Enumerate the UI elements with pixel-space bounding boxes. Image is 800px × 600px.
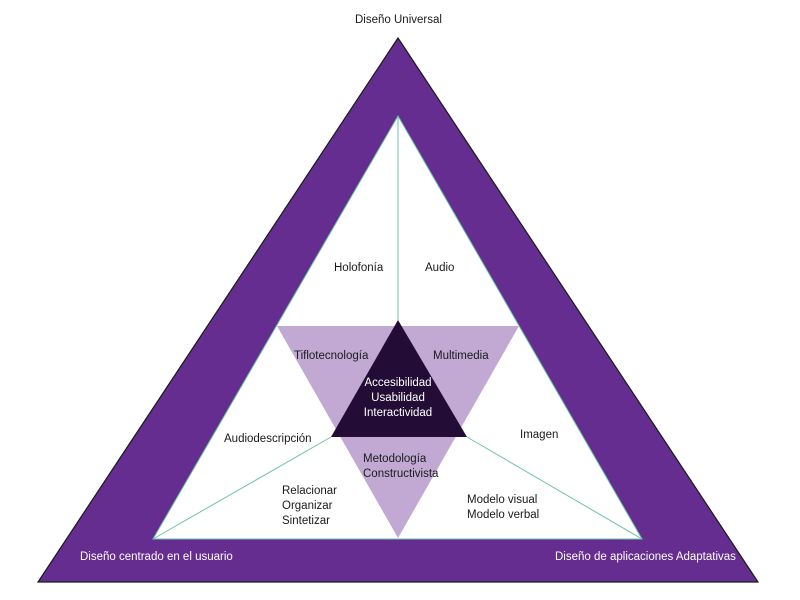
core-triangle bbox=[331, 320, 467, 437]
label-metodologia: Metodología Constructivista bbox=[363, 452, 438, 482]
modelo-visual: Modelo visual bbox=[467, 494, 538, 506]
label-diseno-centrado-usuario: Diseño centrado en el usuario bbox=[80, 551, 233, 563]
core-interactividad: Interactividad bbox=[363, 407, 433, 419]
label-audio: Audio bbox=[425, 262, 455, 274]
proceso-relacionar: Relacionar bbox=[282, 485, 337, 497]
label-diseno-aplicaciones-adaptativas: Diseño de aplicaciones Adaptativas bbox=[555, 551, 736, 563]
core-accesibilidad: Accesibilidad bbox=[364, 377, 432, 389]
label-multimedia: Multimedia bbox=[433, 350, 489, 362]
divider-line-left bbox=[152, 436, 332, 540]
modelo-verbal: Modelo verbal bbox=[467, 509, 540, 521]
proceso-sintetizar: Sintetizar bbox=[282, 515, 330, 527]
label-procesos: Relacionar Organizar Sintetizar bbox=[282, 484, 337, 529]
metodologia-line-1: Metodología bbox=[363, 453, 427, 465]
proceso-organizar: Organizar bbox=[282, 500, 333, 512]
label-diseno-universal: Diseño Universal bbox=[355, 14, 442, 26]
label-holofonia: Holofonía bbox=[334, 262, 384, 274]
core-labels: Accesibilidad Usabilidad Interactividad bbox=[338, 376, 458, 421]
label-audiodescripcion: Audiodescripción bbox=[224, 433, 312, 445]
label-imagen: Imagen bbox=[520, 429, 559, 441]
label-tiflotecnologia: Tiflotecnología bbox=[294, 350, 369, 362]
divider-line-right bbox=[466, 436, 643, 540]
label-modelos: Modelo visual Modelo verbal bbox=[467, 493, 539, 523]
metodologia-line-2: Constructivista bbox=[363, 468, 439, 480]
core-usabilidad: Usabilidad bbox=[371, 392, 425, 404]
